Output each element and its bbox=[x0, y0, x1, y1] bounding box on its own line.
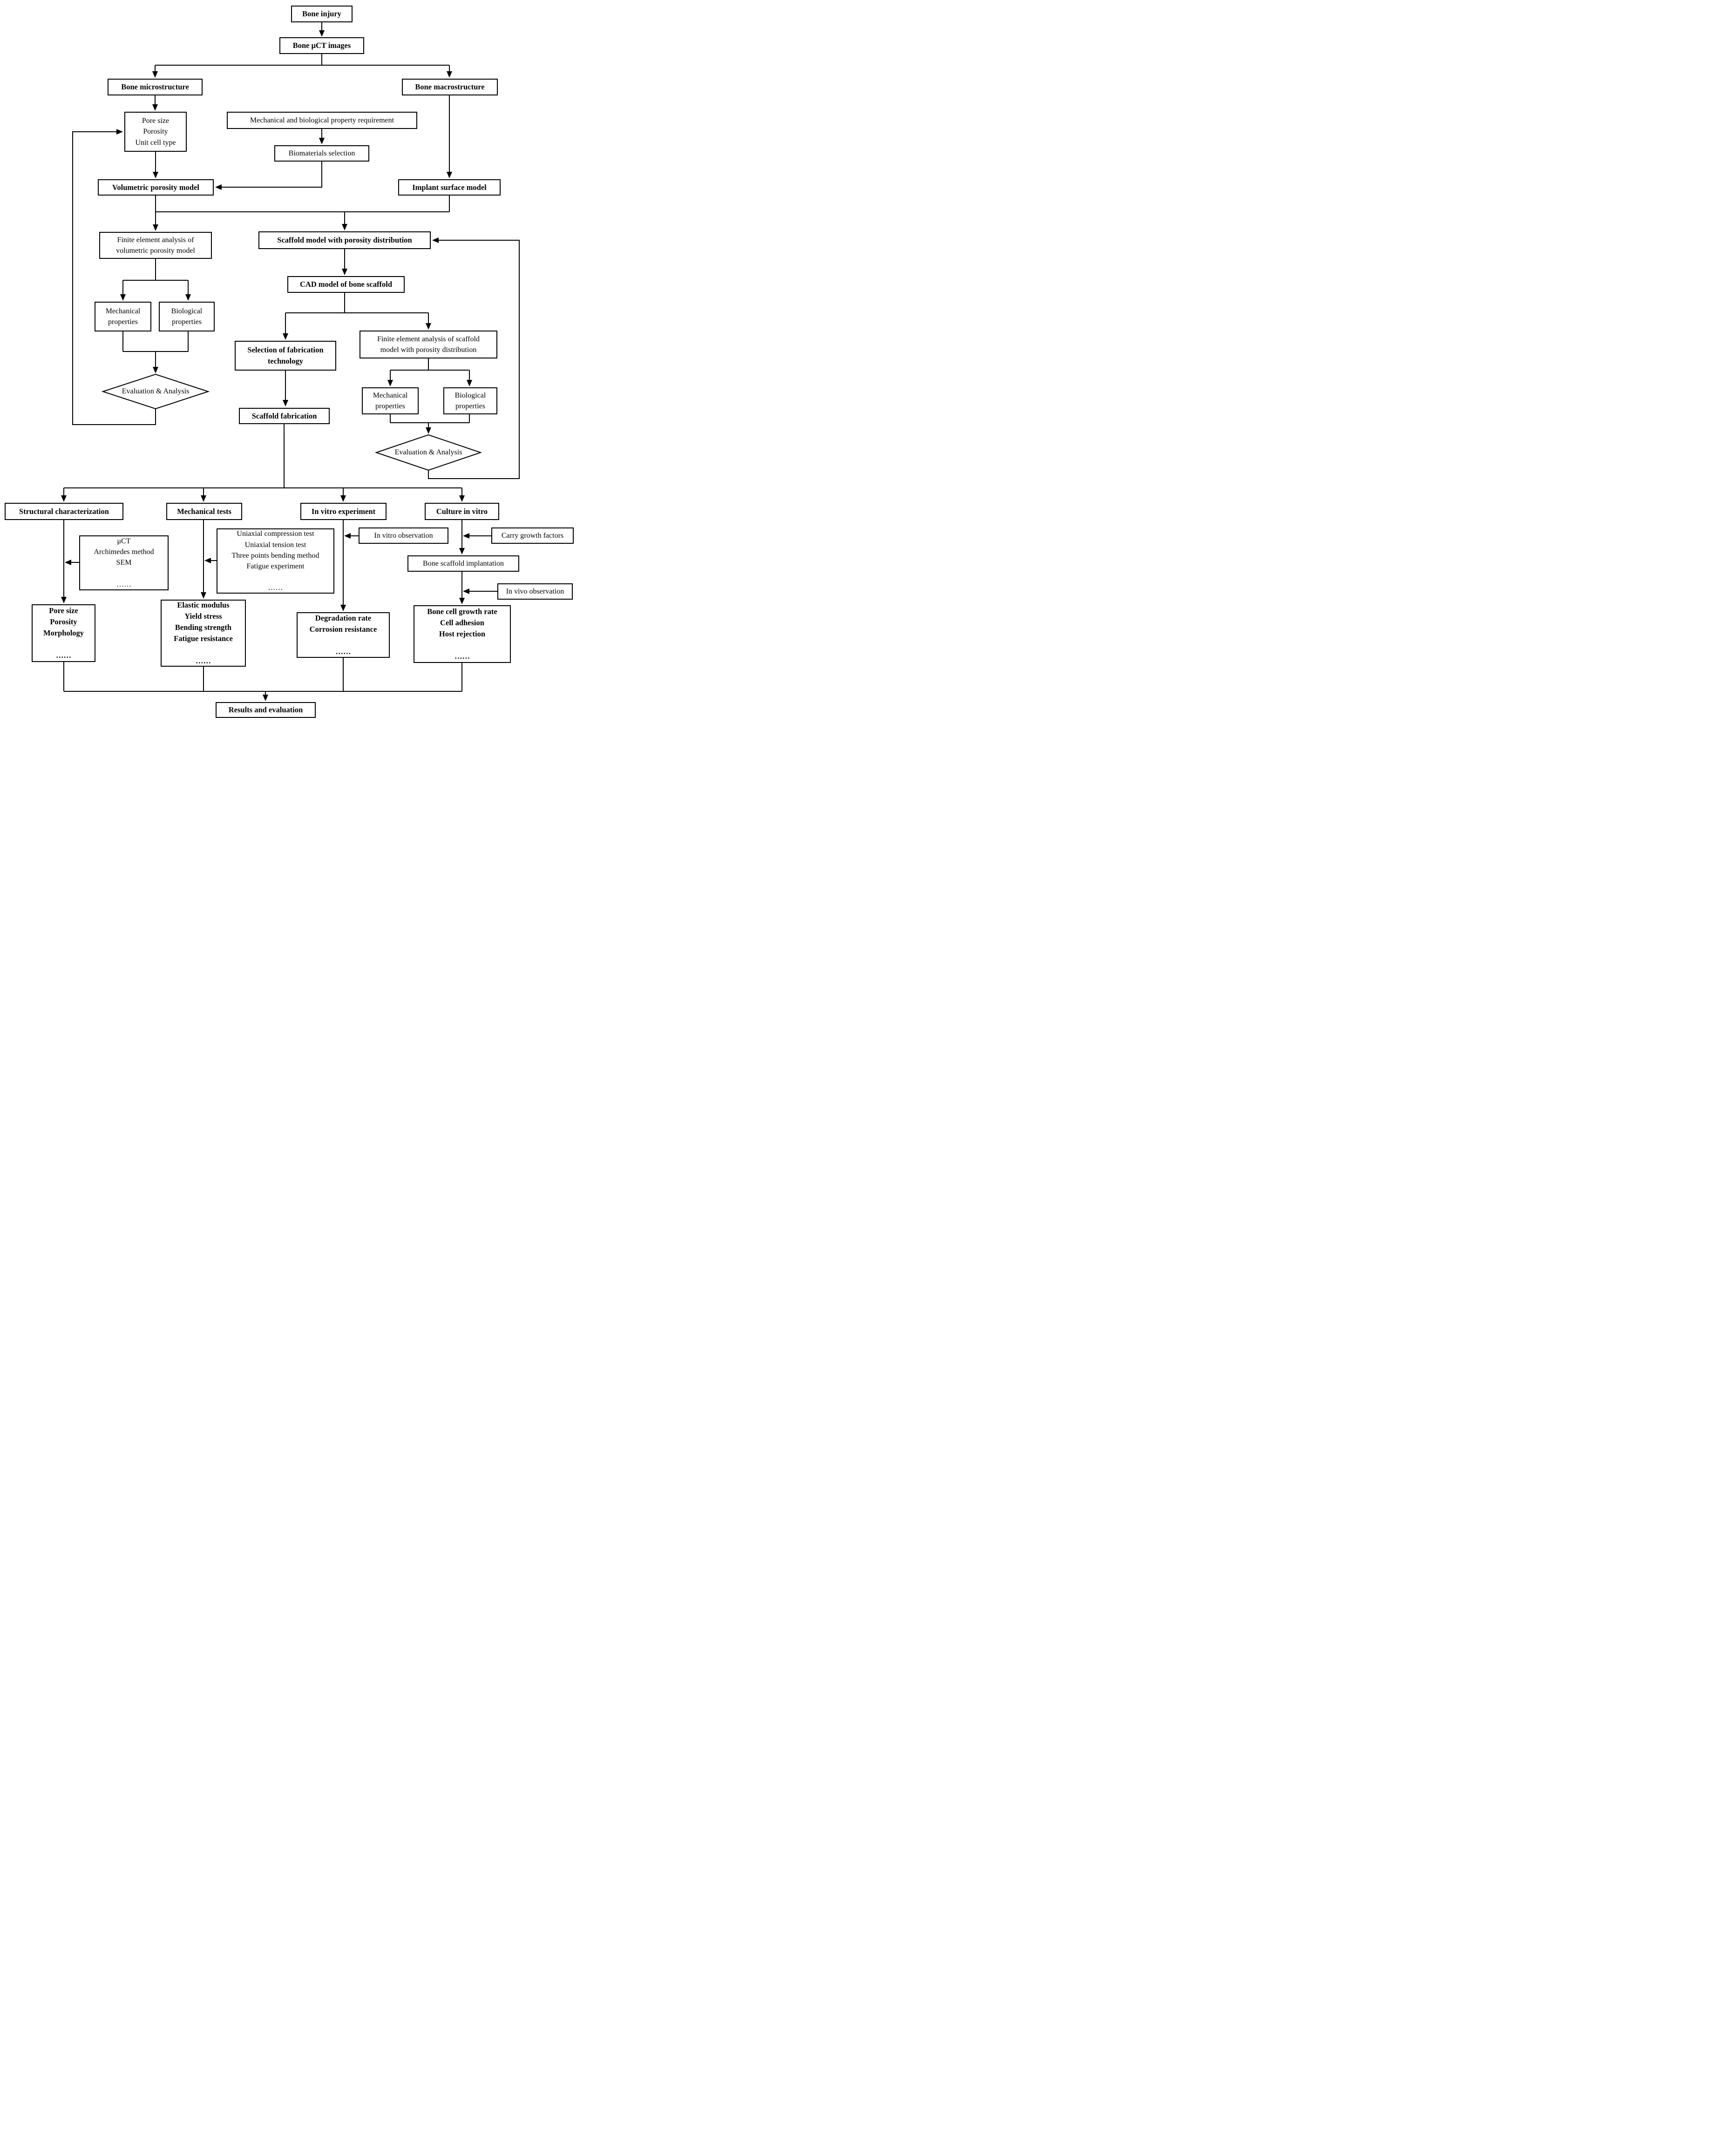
node-bone-microstructure: Bone microstructure bbox=[108, 79, 203, 95]
node-bone-scaffold-implantation: Bone scaffold implantation bbox=[407, 555, 519, 572]
node-mech-bio-requirement: Mechanical and biological property requi… bbox=[227, 112, 417, 129]
node-carry-growth-factors: Carry growth factors bbox=[491, 527, 574, 544]
node-structural-characterization: Structural characterization bbox=[5, 503, 123, 520]
evaluation-diamond-right bbox=[374, 434, 482, 471]
node-in-vitro-observation: In vitro observation bbox=[359, 527, 448, 544]
node-bone-injury: Bone injury bbox=[291, 6, 353, 22]
node-bone-uct-images: Bone μCT images bbox=[279, 37, 364, 54]
node-bone-macrostructure: Bone macrostructure bbox=[402, 79, 498, 95]
connector-lines bbox=[63, 54, 470, 692]
node-culture-results: Bone cell growth rate Cell adhesion Host… bbox=[414, 605, 511, 663]
node-fea-volumetric: Finite element analysis of volumetric po… bbox=[99, 232, 212, 259]
node-implant-surface-model: Implant surface model bbox=[398, 179, 501, 196]
node-volumetric-porosity-model: Volumetric porosity model bbox=[98, 179, 214, 196]
node-fea-scaffold: Finite element analysis of scaffold mode… bbox=[360, 331, 497, 358]
node-selection-fabrication: Selection of fabrication technology bbox=[235, 341, 336, 371]
connector-layer bbox=[61, 22, 520, 701]
node-mechanical-properties-left: Mechanical properties bbox=[95, 302, 151, 331]
node-results-evaluation: Results and evaluation bbox=[216, 702, 316, 718]
node-biological-properties-right: Biological properties bbox=[443, 387, 497, 414]
node-scaffold-fabrication: Scaffold fabrication bbox=[239, 408, 330, 424]
node-biomaterials-selection: Biomaterials selection bbox=[274, 145, 369, 162]
node-uct-methods: μCT Archimedes method SEM …… bbox=[79, 535, 169, 590]
node-in-vivo-observation: In vivo observation bbox=[497, 583, 573, 600]
node-structural-results: Pore size Porosity Morphology …… bbox=[32, 604, 95, 662]
node-mechanical-tests: Mechanical tests bbox=[166, 503, 242, 520]
node-pore-parameters: Pore size Porosity Unit cell type bbox=[124, 112, 187, 152]
node-mechanical-properties-right: Mechanical properties bbox=[362, 387, 419, 414]
node-in-vitro-results: Degradation rate Corrosion resistance …… bbox=[297, 612, 390, 658]
node-mechanical-results: Elastic modulus Yield stress Bending str… bbox=[161, 600, 246, 667]
node-in-vitro-experiment: In vitro experiment bbox=[300, 503, 387, 520]
node-mechanical-test-methods: Uniaxial compression test Uniaxial tensi… bbox=[217, 528, 334, 594]
node-culture-in-vitro: Culture in vitro bbox=[425, 503, 499, 520]
connector-arrows bbox=[61, 22, 520, 701]
node-cad-model: CAD model of bone scaffold bbox=[287, 276, 405, 293]
node-evaluation-analysis-right: Evaluation & Analysis bbox=[394, 448, 462, 456]
node-biological-properties-left: Biological properties bbox=[159, 302, 215, 331]
node-scaffold-model: Scaffold model with porosity distributio… bbox=[258, 231, 431, 249]
flowchart-canvas: Bone injury Bone μCT images Bone microst… bbox=[0, 0, 577, 719]
node-evaluation-analysis-left: Evaluation & Analysis bbox=[122, 387, 190, 395]
evaluation-diamond-left bbox=[101, 373, 210, 410]
